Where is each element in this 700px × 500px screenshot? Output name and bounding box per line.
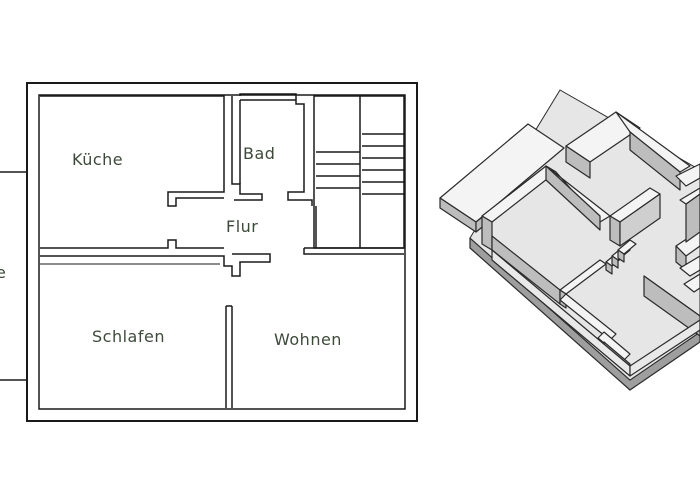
kitchen-bottom-wall [40, 239, 224, 249]
left-edge-fragment: e [0, 171, 26, 381]
bath-right-wall [239, 93, 313, 206]
outer-wall-inner [38, 94, 406, 410]
iso-model [439, 89, 700, 391]
room-label-flur: Flur [226, 217, 258, 236]
kitchen-wall [40, 95, 225, 207]
edge-fragment-label: e [0, 263, 6, 282]
hall-lower-wall-right [303, 248, 404, 255]
staircase [313, 95, 405, 249]
hall-lower-wall-left [40, 253, 271, 277]
room-label-schlafen: Schlafen [92, 327, 165, 346]
iso-stairs [605, 229, 700, 293]
outer-wall-outer [26, 82, 418, 422]
room-label-kueche: Küche [72, 150, 123, 169]
bedroom-living-partition [225, 305, 233, 408]
room-label-wohnen: Wohnen [274, 330, 342, 349]
room-label-bad: Bad [243, 144, 275, 163]
bath-left-wall [231, 96, 263, 201]
